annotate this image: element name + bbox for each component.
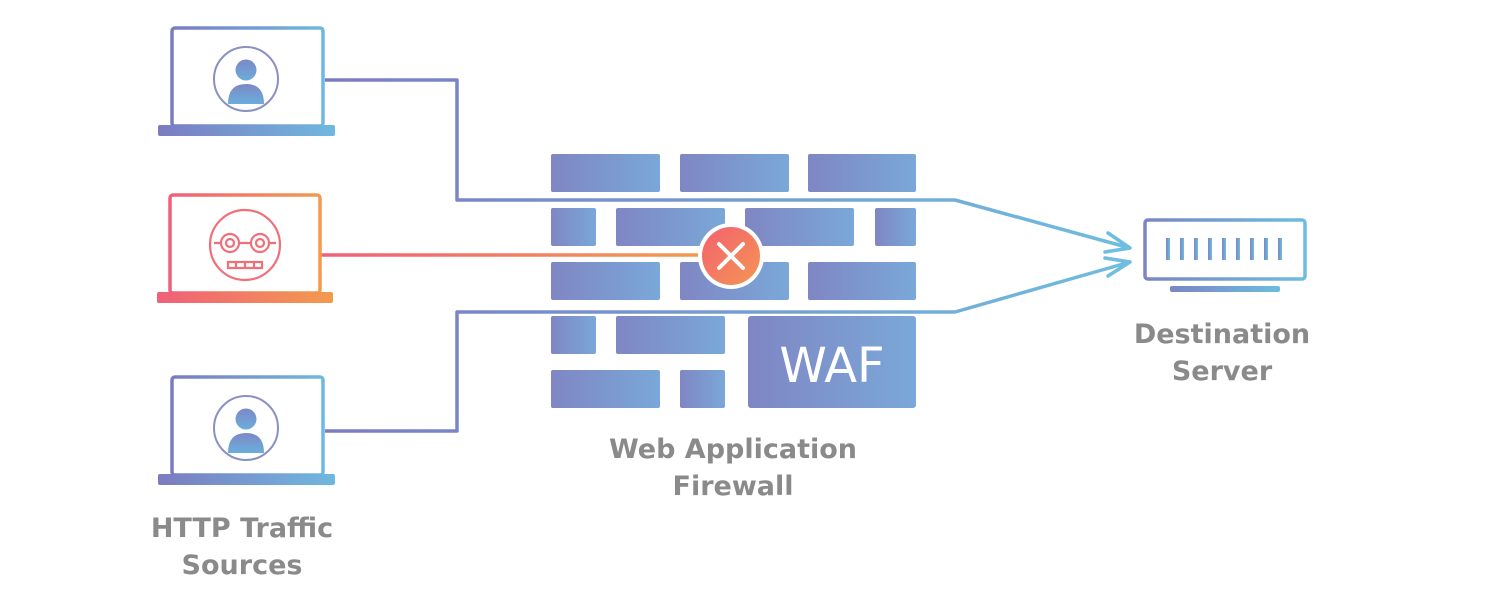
server-label: Destination Server — [1133, 319, 1311, 387]
edge-user-1-to-server — [325, 78, 1131, 250]
user-icon — [213, 46, 279, 112]
edge-user-2-to-server — [325, 260, 1131, 433]
user-icon — [213, 395, 279, 461]
x-icon — [698, 223, 764, 289]
arrowhead-bottom — [1103, 256, 1132, 278]
waf-badge — [748, 316, 916, 408]
user-client-2 — [158, 375, 335, 485]
bot-icon — [208, 208, 282, 282]
waf-badge-text: WAF — [779, 338, 884, 394]
user-client-1 — [158, 26, 335, 136]
sources-label: HTTP Traffic Sources — [150, 513, 334, 581]
bot-client — [157, 193, 333, 303]
arrowhead-top — [1103, 231, 1132, 254]
server-icon — [1143, 218, 1307, 292]
firewall-label: Web Application Firewall — [608, 434, 858, 502]
